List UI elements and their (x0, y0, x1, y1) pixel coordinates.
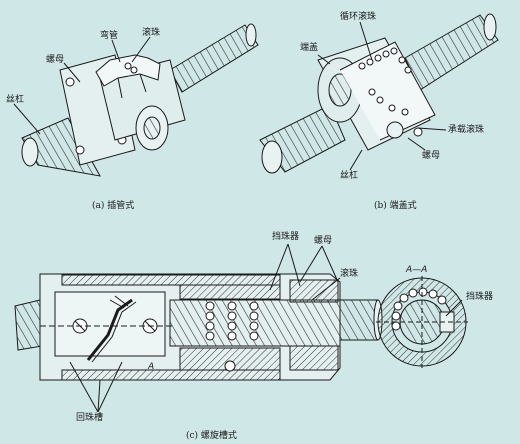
label-elbow-tube: 弯管 (100, 31, 119, 41)
figure-c-drawing (14, 243, 383, 413)
caption-b: (b) 端盖式 (374, 201, 417, 211)
label-return-groove: 回珠槽 (76, 413, 104, 423)
label-load-ball: 承载滚珠 (448, 125, 485, 135)
label-nut-a: 螺母 (46, 55, 65, 65)
label-ball-c: 滚珠 (340, 269, 359, 279)
figure-a-drawing (13, 23, 259, 177)
label-ball-a: 滚珠 (142, 28, 161, 38)
screw-end-c-right (337, 299, 379, 341)
caption-a: (a) 插管式 (92, 201, 135, 211)
screw-end-a (21, 137, 39, 167)
label-recirc-ball: 循环滚珠 (340, 12, 377, 22)
label-end-cap: 端盖 (300, 43, 319, 53)
return-tube-a (95, 54, 161, 87)
figure-b-drawing (259, 13, 499, 174)
label-screw-a: 丝杠 (6, 95, 25, 105)
caption-c: (c) 螺旋槽式 (186, 431, 237, 441)
screw-shaft-a-right (169, 24, 259, 93)
screw-end-c-left (14, 299, 43, 351)
label-section-title: A—A (406, 265, 428, 275)
label-nut-c: 螺母 (314, 236, 333, 246)
label-section-mark: A (148, 362, 155, 372)
label-deflector: 挡珠器 (272, 232, 300, 242)
label-nut-b: 螺母 (422, 151, 441, 161)
label-screw-b: 丝杠 (340, 171, 359, 181)
label-deflector-section: 挡珠器 (466, 292, 494, 302)
section-aa-drawing (376, 276, 468, 368)
